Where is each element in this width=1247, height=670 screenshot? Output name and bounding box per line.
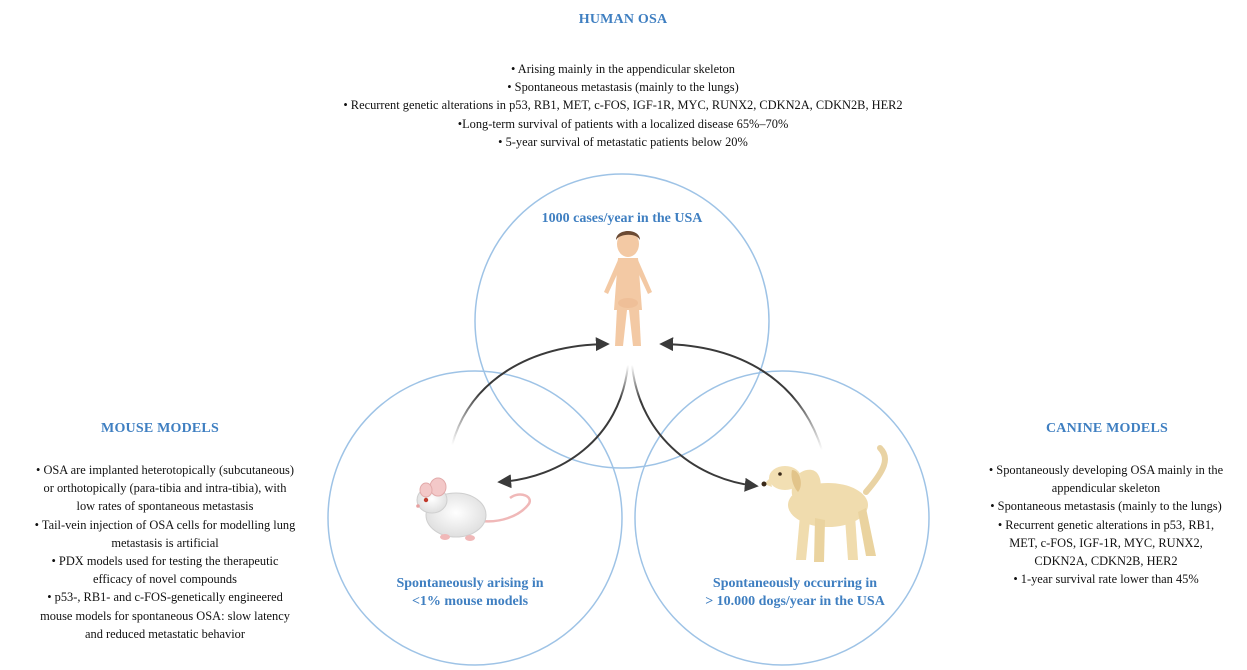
mouse-models-title: MOUSE MODELS [60, 421, 260, 437]
mouse-line-3: low rates of spontaneous metastasis [2, 497, 328, 515]
mouse-line-8: • p53-, RB1- and c-FOS-genetically engin… [2, 588, 328, 606]
mouse-line-5: metastasis is artificial [2, 534, 328, 552]
human-bullet-4: •Long-term survival of patients with a l… [223, 115, 1023, 133]
human-osa-bullets: • Arising mainly in the appendicular ske… [223, 60, 1023, 151]
mouse-circle-label-line-2: <1% mouse models [370, 593, 570, 611]
mouse-line-2: or orthotopically (para-tibia and intra-… [2, 479, 328, 497]
mouse-figure-icon [416, 478, 530, 541]
mouse-line-6: • PDX models used for testing the therap… [2, 552, 328, 570]
arrow-dog-to-human [662, 344, 822, 450]
canine-line-3: • Spontaneous metastasis (mainly to the … [968, 497, 1244, 515]
dog-figure-icon [762, 448, 886, 562]
mouse-line-4: • Tail-vein injection of OSA cells for m… [2, 516, 328, 534]
canine-line-1: • Spontaneously developing OSA mainly in… [968, 461, 1244, 479]
human-bullet-5: • 5-year survival of metastatic patients… [223, 133, 1023, 151]
arrow-human-to-dog [632, 365, 756, 486]
mouse-line-9: mouse models for spontaneous OSA: slow l… [2, 607, 328, 625]
canine-circle-label: Spontaneously occurring in > 10.000 dogs… [680, 575, 910, 611]
human-circle-label: 1000 cases/year in the USA [512, 210, 732, 228]
arrow-mouse-to-human [452, 344, 607, 445]
canine-line-5: MET, c-FOS, IGF-1R, MYC, RUNX2, [968, 534, 1244, 552]
canine-line-6: CDKN2A, CDKN2B, HER2 [968, 552, 1244, 570]
mouse-line-7: efficacy of novel compounds [2, 570, 328, 588]
mouse-circle-label-line-1: Spontaneously arising in [370, 575, 570, 593]
canine-line-4: • Recurrent genetic alterations in p53, … [968, 516, 1244, 534]
human-bullet-1: • Arising mainly in the appendicular ske… [223, 60, 1023, 78]
canine-line-2: appendicular skeleton [968, 479, 1244, 497]
canine-circle [635, 371, 929, 665]
child-figure-icon [604, 231, 652, 346]
mouse-circle-label: Spontaneously arising in <1% mouse model… [370, 575, 570, 611]
human-bullet-2: • Spontaneous metastasis (mainly to the … [223, 78, 1023, 96]
canine-line-7: • 1-year survival rate lower than 45% [968, 570, 1244, 588]
mouse-line-1: • OSA are implanted heterotopically (sub… [2, 461, 328, 479]
mouse-models-lines: • OSA are implanted heterotopically (sub… [2, 461, 328, 643]
canine-models-lines: • Spontaneously developing OSA mainly in… [968, 461, 1244, 588]
human-osa-title: HUMAN OSA [523, 12, 723, 28]
arrow-human-to-mouse [500, 365, 628, 482]
canine-circle-label-line-1: Spontaneously occurring in [680, 575, 910, 593]
mouse-line-10: and reduced metastatic behavior [2, 625, 328, 643]
human-bullet-3: • Recurrent genetic alterations in p53, … [223, 96, 1023, 114]
canine-models-title: CANINE MODELS [1007, 421, 1207, 437]
canine-circle-label-line-2: > 10.000 dogs/year in the USA [680, 593, 910, 611]
